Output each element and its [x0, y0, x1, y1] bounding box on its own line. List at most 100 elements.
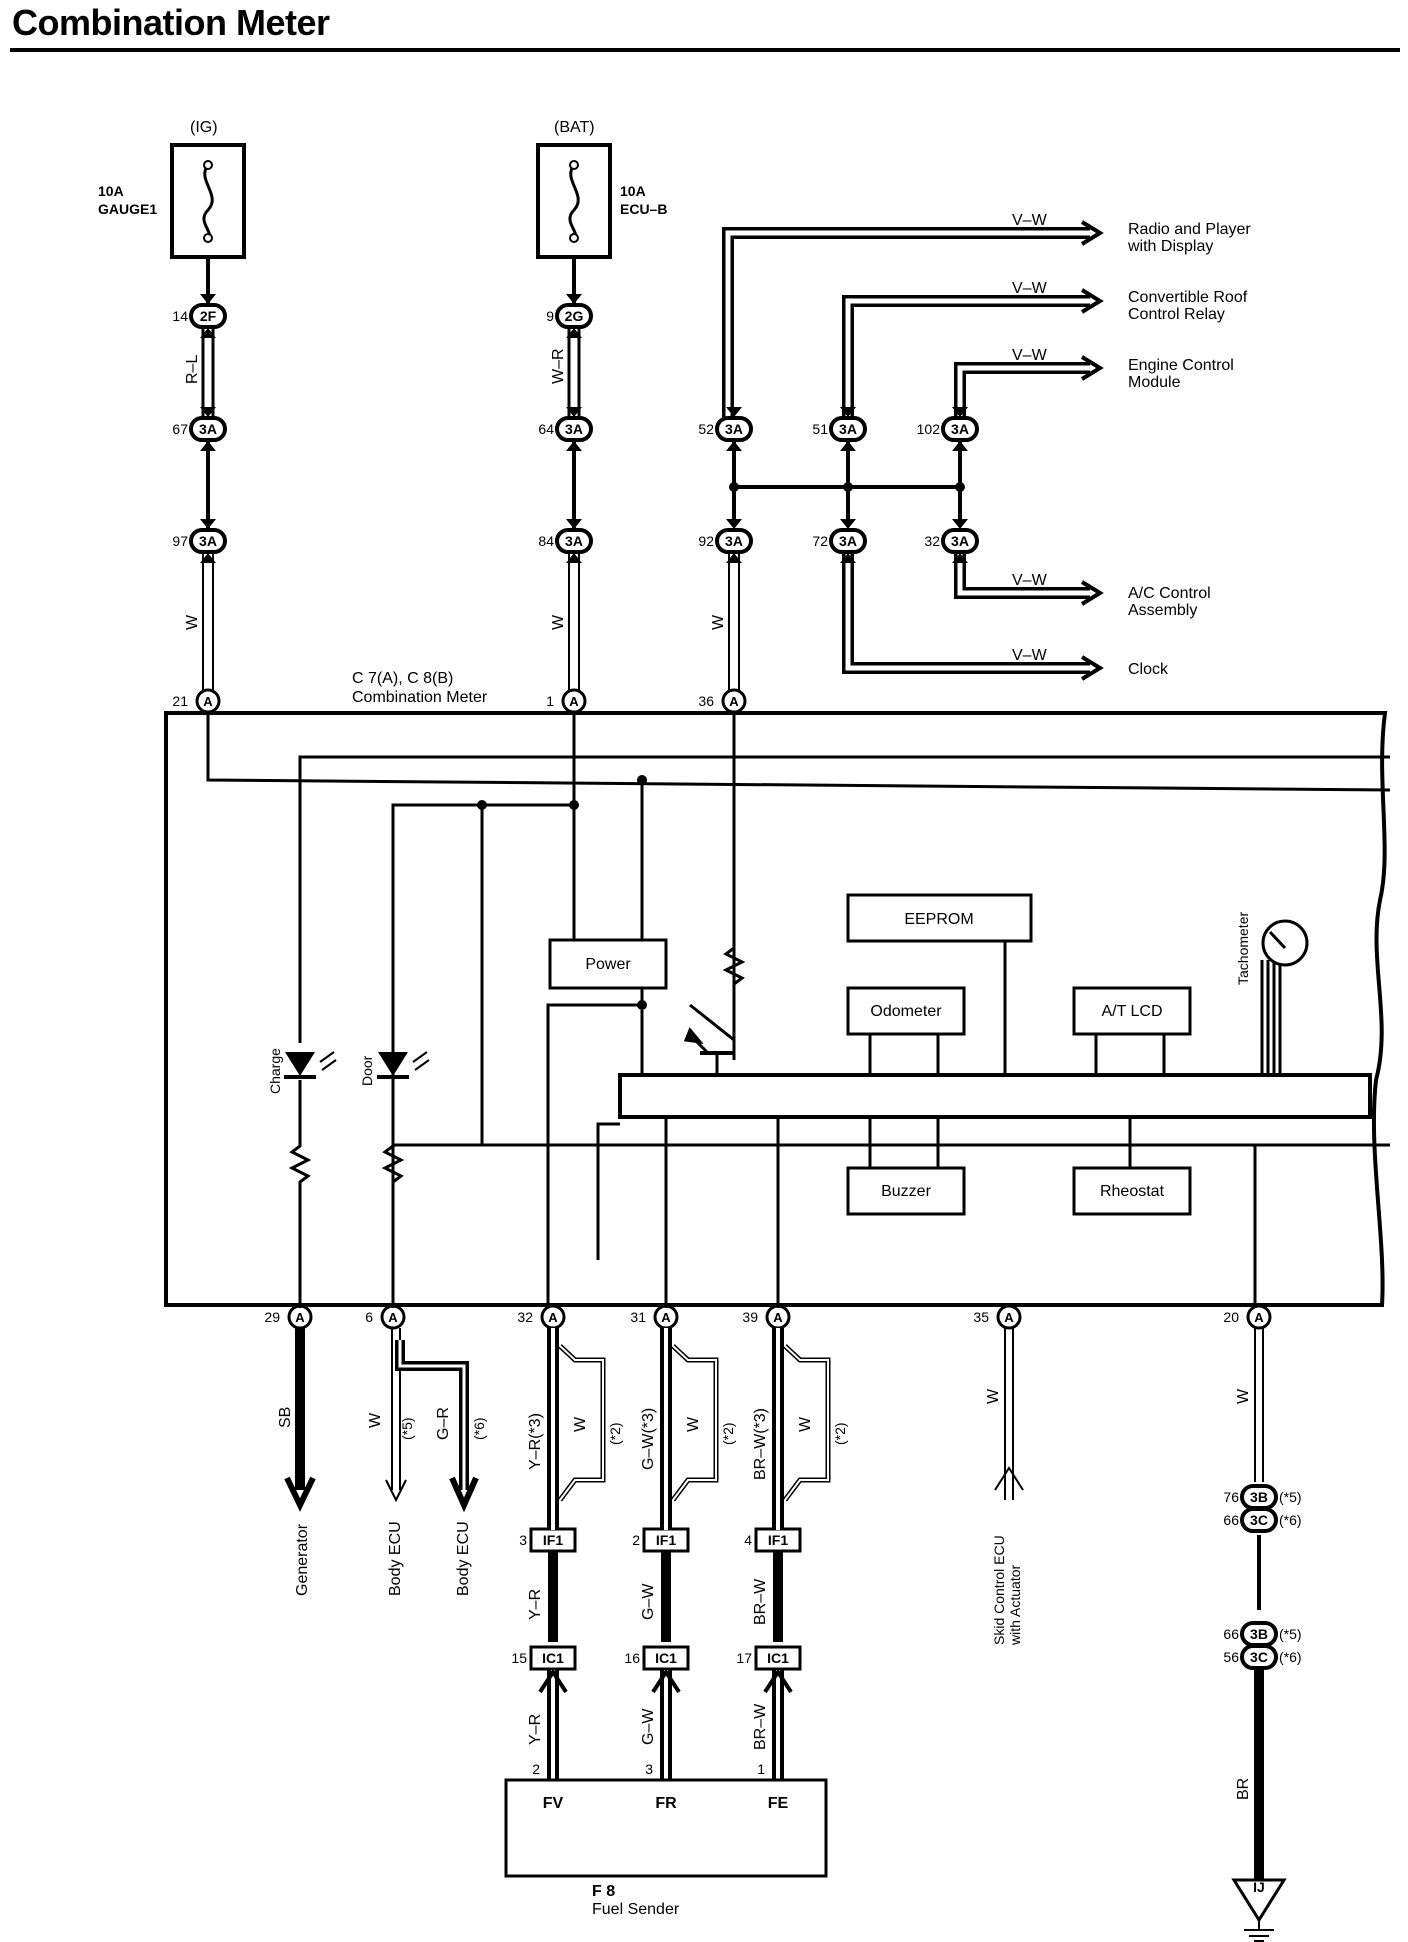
- connector-id: 3A: [839, 421, 857, 437]
- supply-bat-label: (BAT): [554, 119, 595, 136]
- connector-pin: 56: [1223, 1649, 1239, 1665]
- note2-label: (*2): [832, 1422, 848, 1445]
- dest-body-ecu-label: Body ECU: [387, 1521, 404, 1596]
- connector-ic1b: IC1 16: [624, 1645, 690, 1671]
- wire-vw-label: V–W: [1012, 647, 1048, 664]
- connector-pin: 2: [632, 1532, 640, 1548]
- dest-roof-label: Convertible Roof: [1128, 289, 1248, 306]
- connector-id: A: [1004, 1310, 1014, 1325]
- wire-br-label: BR: [1235, 1778, 1252, 1800]
- connector-id: 2F: [200, 308, 217, 324]
- note2-label: (*2): [607, 1422, 623, 1445]
- meter-component-labels: Power EEPROM Odometer A/T LCD Buzzer Rhe…: [585, 911, 1251, 1200]
- meter-box: C 7(A), C 8(B) Combination Meter: [164, 670, 1388, 1307]
- connector-pin: 20: [1223, 1309, 1239, 1325]
- connector-pin: 16: [624, 1650, 640, 1666]
- connector-pin: 84: [538, 533, 554, 549]
- wire-gw3-label: G–W(*3): [640, 1408, 657, 1470]
- wire-brw3-label: BR–W(*3): [752, 1408, 769, 1480]
- connector-id: IF1: [768, 1532, 788, 1548]
- meter-components: [548, 893, 1309, 1216]
- wire-w-label: W: [367, 1412, 384, 1428]
- terminal-fr: FR: [655, 1795, 677, 1812]
- page-title: Combination Meter: [12, 2, 330, 43]
- top-wire-labels: R–L W–R W W W V–W V–W V–W V–W V–W Radio …: [184, 212, 1251, 678]
- supply-ig-label: (IG): [190, 119, 218, 136]
- door-label: Door: [359, 1055, 375, 1086]
- connector-id: IC1: [767, 1650, 789, 1666]
- connector-g2b: 3C 56 (*6): [1223, 1644, 1302, 1670]
- connector-id: 3A: [565, 421, 583, 437]
- dest-ac-label-2: Assembly: [1128, 602, 1197, 619]
- connector-id: A: [388, 1310, 398, 1325]
- connector-pin: 6: [365, 1309, 373, 1325]
- connector-pin: 32: [517, 1309, 533, 1325]
- connector-id: A: [1254, 1310, 1264, 1325]
- connector-m20: A 20: [1223, 1304, 1272, 1330]
- odometer-label: Odometer: [870, 1003, 942, 1020]
- connector-id: 3C: [1250, 1649, 1268, 1665]
- connector-pin: 67: [172, 421, 188, 437]
- wire-yr3-label: Y–R(*3): [527, 1413, 544, 1470]
- dest-body-ecu-label: Body ECU: [455, 1521, 472, 1596]
- transistor: [683, 1027, 734, 1075]
- meter-ref-label: C 7(A), C 8(B): [352, 670, 453, 687]
- dest-ecm-label-2: Module: [1128, 374, 1181, 391]
- wire-rl-label: R–L: [184, 355, 201, 384]
- wire-w-label: W: [710, 614, 727, 630]
- connector-id: IC1: [542, 1650, 564, 1666]
- terminal-fv: FV: [543, 1795, 564, 1812]
- connector-pin: 32: [924, 533, 940, 549]
- connector-pin: 66: [1223, 1512, 1239, 1528]
- tachometer-label: Tachometer: [1235, 912, 1251, 985]
- connector-c12: 3A 32: [924, 519, 979, 563]
- terminal-fe: FE: [768, 1795, 789, 1812]
- wire-yr-label: Y–R: [527, 1589, 544, 1620]
- connector-pin: 21: [172, 693, 188, 709]
- connector-pin: 31: [630, 1309, 646, 1325]
- meter-name-label: Combination Meter: [352, 689, 488, 706]
- connector-id: A: [295, 1310, 305, 1325]
- connector-id: A: [773, 1310, 783, 1325]
- connector-id: A: [729, 694, 739, 709]
- connector-pin: 92: [698, 533, 714, 549]
- connector-pin: 76: [1223, 1489, 1239, 1505]
- connector-id: A: [203, 694, 213, 709]
- connector-id: 3A: [839, 533, 857, 549]
- connector-id: 3A: [951, 533, 969, 549]
- connector-id: 3A: [565, 533, 583, 549]
- splice-dots: [729, 482, 965, 492]
- note2-label: (*2): [720, 1422, 736, 1445]
- connector-note: (*6): [1279, 1649, 1302, 1665]
- wire-gw-label: G–W: [640, 1583, 657, 1620]
- bottom-wires: [284, 1328, 1287, 1942]
- top-wires: [201, 220, 1104, 690]
- connector-id: IC1: [655, 1650, 677, 1666]
- bottom-wire-labels: SB W (*5) G–R (*6) Y–R(*3) W (*2) G–W(*3…: [277, 1388, 1252, 1800]
- connector-m39: A39: [742, 1304, 791, 1330]
- connector-m6: A6: [365, 1304, 406, 1330]
- dest-skid-label-2: with Actuator: [1007, 1565, 1023, 1646]
- wire-gr-label: G–R: [435, 1407, 452, 1440]
- wire-brw-label: BR–W: [752, 1703, 769, 1750]
- connector-id: 3A: [951, 421, 969, 437]
- title-rule: [10, 48, 1400, 52]
- fuel-sender-name: Fuel Sender: [592, 1901, 680, 1918]
- wire-vw-label: V–W: [1012, 572, 1048, 589]
- fuse-rating-label: 10A: [98, 183, 124, 199]
- fuse-name-label: GAUGE1: [98, 201, 157, 217]
- wire-vw-label: V–W: [1012, 212, 1048, 229]
- connector-pin: 97: [172, 533, 188, 549]
- dest-roof-label-2: Control Relay: [1128, 306, 1225, 323]
- dest-radio-label: Radio and Player: [1128, 221, 1251, 238]
- fuse-name-label: ECU–B: [620, 201, 667, 217]
